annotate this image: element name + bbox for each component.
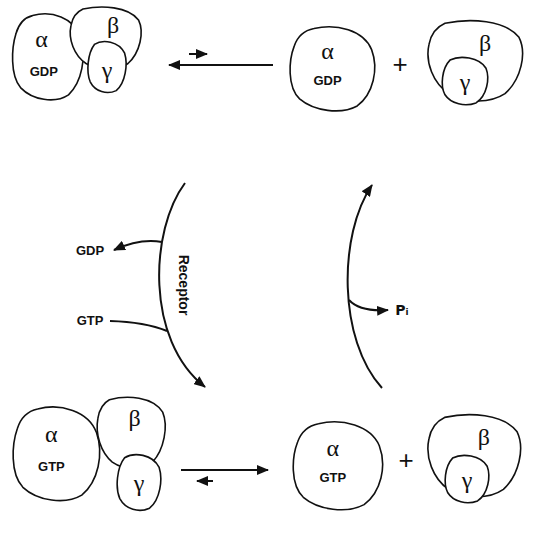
subunit-outline-path — [293, 422, 382, 510]
subunit-name: β — [107, 13, 119, 37]
plus-sign: + — [398, 447, 413, 473]
phosphate-label: Pᵢ — [395, 303, 408, 317]
subunit-name: α — [321, 39, 334, 63]
subunit-outline — [287, 25, 377, 113]
nucleotide-label: GDP — [76, 244, 104, 257]
subunit-outline-path — [88, 42, 126, 93]
plus-sign: + — [392, 51, 407, 77]
subunit-name: α — [326, 436, 339, 460]
uptake-line — [110, 321, 167, 331]
subunit-name: β — [479, 31, 491, 55]
nucleotide-name: GDP — [30, 65, 58, 78]
nucleotide-name: GDP — [313, 73, 341, 86]
reaction-arrow — [189, 53, 207, 55]
alpha-subunit: αGTP — [290, 420, 385, 512]
beta-subunit: βγ — [68, 5, 143, 73]
nucleotide-name: GTP — [38, 459, 65, 472]
alpha-subunit: αGTP — [10, 405, 102, 503]
release-arrow — [114, 241, 162, 250]
alpha-subunit: αGDP — [287, 25, 377, 113]
beta-subunit: βγ — [425, 18, 525, 106]
subunit-name: γ — [460, 70, 471, 94]
subunit-outline-path — [442, 57, 487, 104]
subunit-outline — [290, 420, 385, 512]
release-arrow — [349, 300, 388, 310]
subunit-outline-path — [290, 27, 375, 111]
subunit-name: α — [45, 422, 58, 446]
gamma-subunit: γ — [440, 56, 490, 107]
beta-subunit: βγ — [95, 395, 167, 473]
subunit-name: β — [128, 406, 140, 430]
subunit-name: α — [35, 27, 48, 51]
gamma-subunit: γ — [115, 453, 163, 513]
gamma-subunit: γ — [443, 454, 491, 505]
gamma-subunit: γ — [86, 40, 128, 95]
subunit-name: β — [478, 425, 490, 449]
subunit-name: γ — [462, 468, 473, 492]
reaction-arrow — [159, 183, 205, 387]
subunit-outline-path — [445, 455, 489, 502]
reaction-arrow — [181, 469, 268, 471]
subunit-outline-path — [13, 407, 100, 501]
reaction-arrow — [169, 64, 273, 66]
reaction-arrow — [348, 185, 382, 388]
reaction-arrow — [197, 480, 213, 482]
subunit-outline — [10, 405, 102, 503]
edge-label: Receptor — [177, 255, 191, 316]
beta-subunit: βγ — [425, 412, 523, 502]
subunit-name: γ — [102, 58, 113, 82]
subunit-outline-path — [117, 455, 161, 511]
nucleotide-name: GTP — [319, 471, 346, 484]
nucleotide-label: GTP — [77, 314, 104, 327]
subunit-name: γ — [134, 471, 145, 495]
